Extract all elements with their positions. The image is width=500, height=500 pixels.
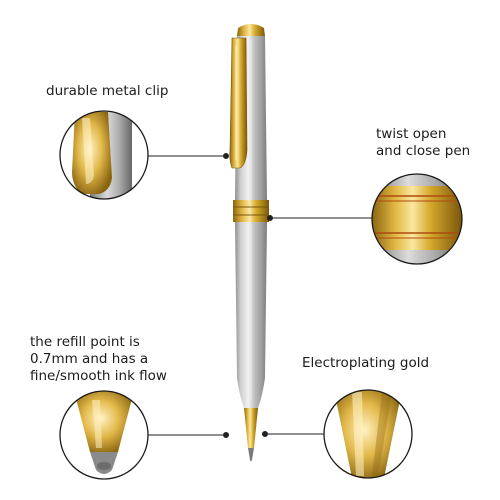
twist-caption-line: and close pen — [376, 143, 471, 159]
clip-caption: durable metal clip — [46, 83, 168, 100]
refill-caption-line: fine/smooth ink flow — [30, 368, 167, 384]
twist-caption: twist open and close pen — [376, 126, 470, 160]
refill-caption: the refill point is 0.7mm and has a fine… — [30, 334, 167, 385]
tip-detail-icon — [59, 390, 149, 480]
gold-caption-line: Electroplating gold — [302, 355, 430, 371]
ring-detail-icon — [371, 173, 463, 265]
gold-caption: Electroplating gold — [302, 355, 429, 372]
clip-caption-line: durable metal clip — [46, 83, 169, 99]
connector-lines — [148, 153, 372, 438]
refill-caption-line: 0.7mm and has a — [30, 351, 149, 367]
twist-caption-line: twist open — [376, 126, 447, 142]
pen-product — [229, 24, 269, 462]
clip-detail-icon — [59, 110, 149, 200]
refill-caption-line: the refill point is — [30, 334, 140, 350]
cone-detail-icon — [323, 389, 413, 479]
